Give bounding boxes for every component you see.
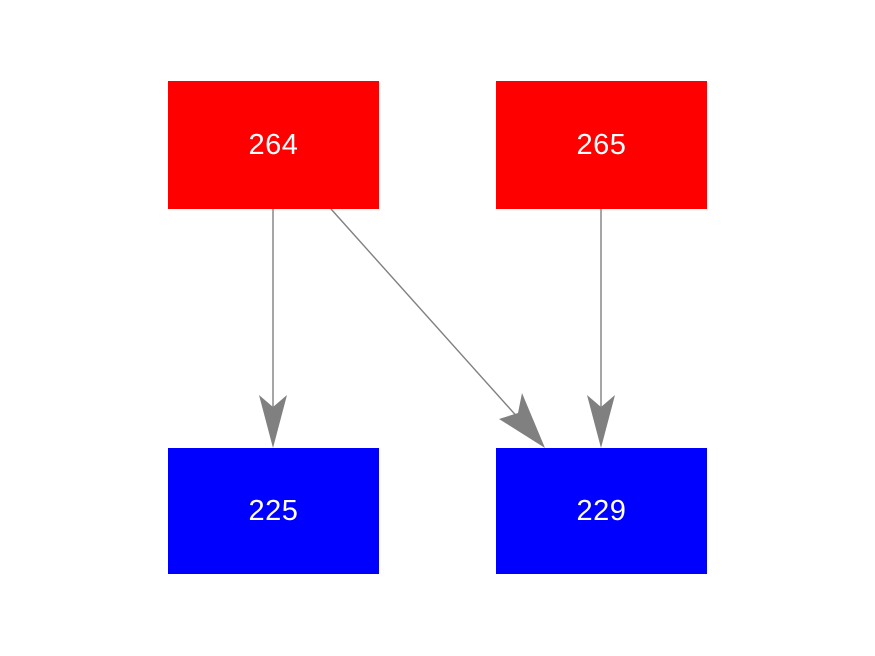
node-264[interactable]: 264 (168, 81, 379, 209)
arrowhead-icon (259, 395, 287, 448)
node-225[interactable]: 225 (168, 448, 379, 574)
node-label: 264 (248, 128, 299, 161)
arrowhead-icon (587, 395, 615, 448)
node-label: 225 (248, 494, 299, 527)
node-label: 265 (576, 128, 627, 161)
node-265[interactable]: 265 (496, 81, 707, 209)
node-229[interactable]: 229 (496, 448, 707, 574)
node-label: 229 (576, 494, 627, 527)
edge-264-225[interactable] (259, 209, 287, 448)
edge-264-229[interactable] (330, 208, 545, 448)
edge-265-229[interactable] (587, 209, 615, 448)
arrowhead-icon (499, 393, 545, 448)
edge-line (330, 208, 521, 421)
